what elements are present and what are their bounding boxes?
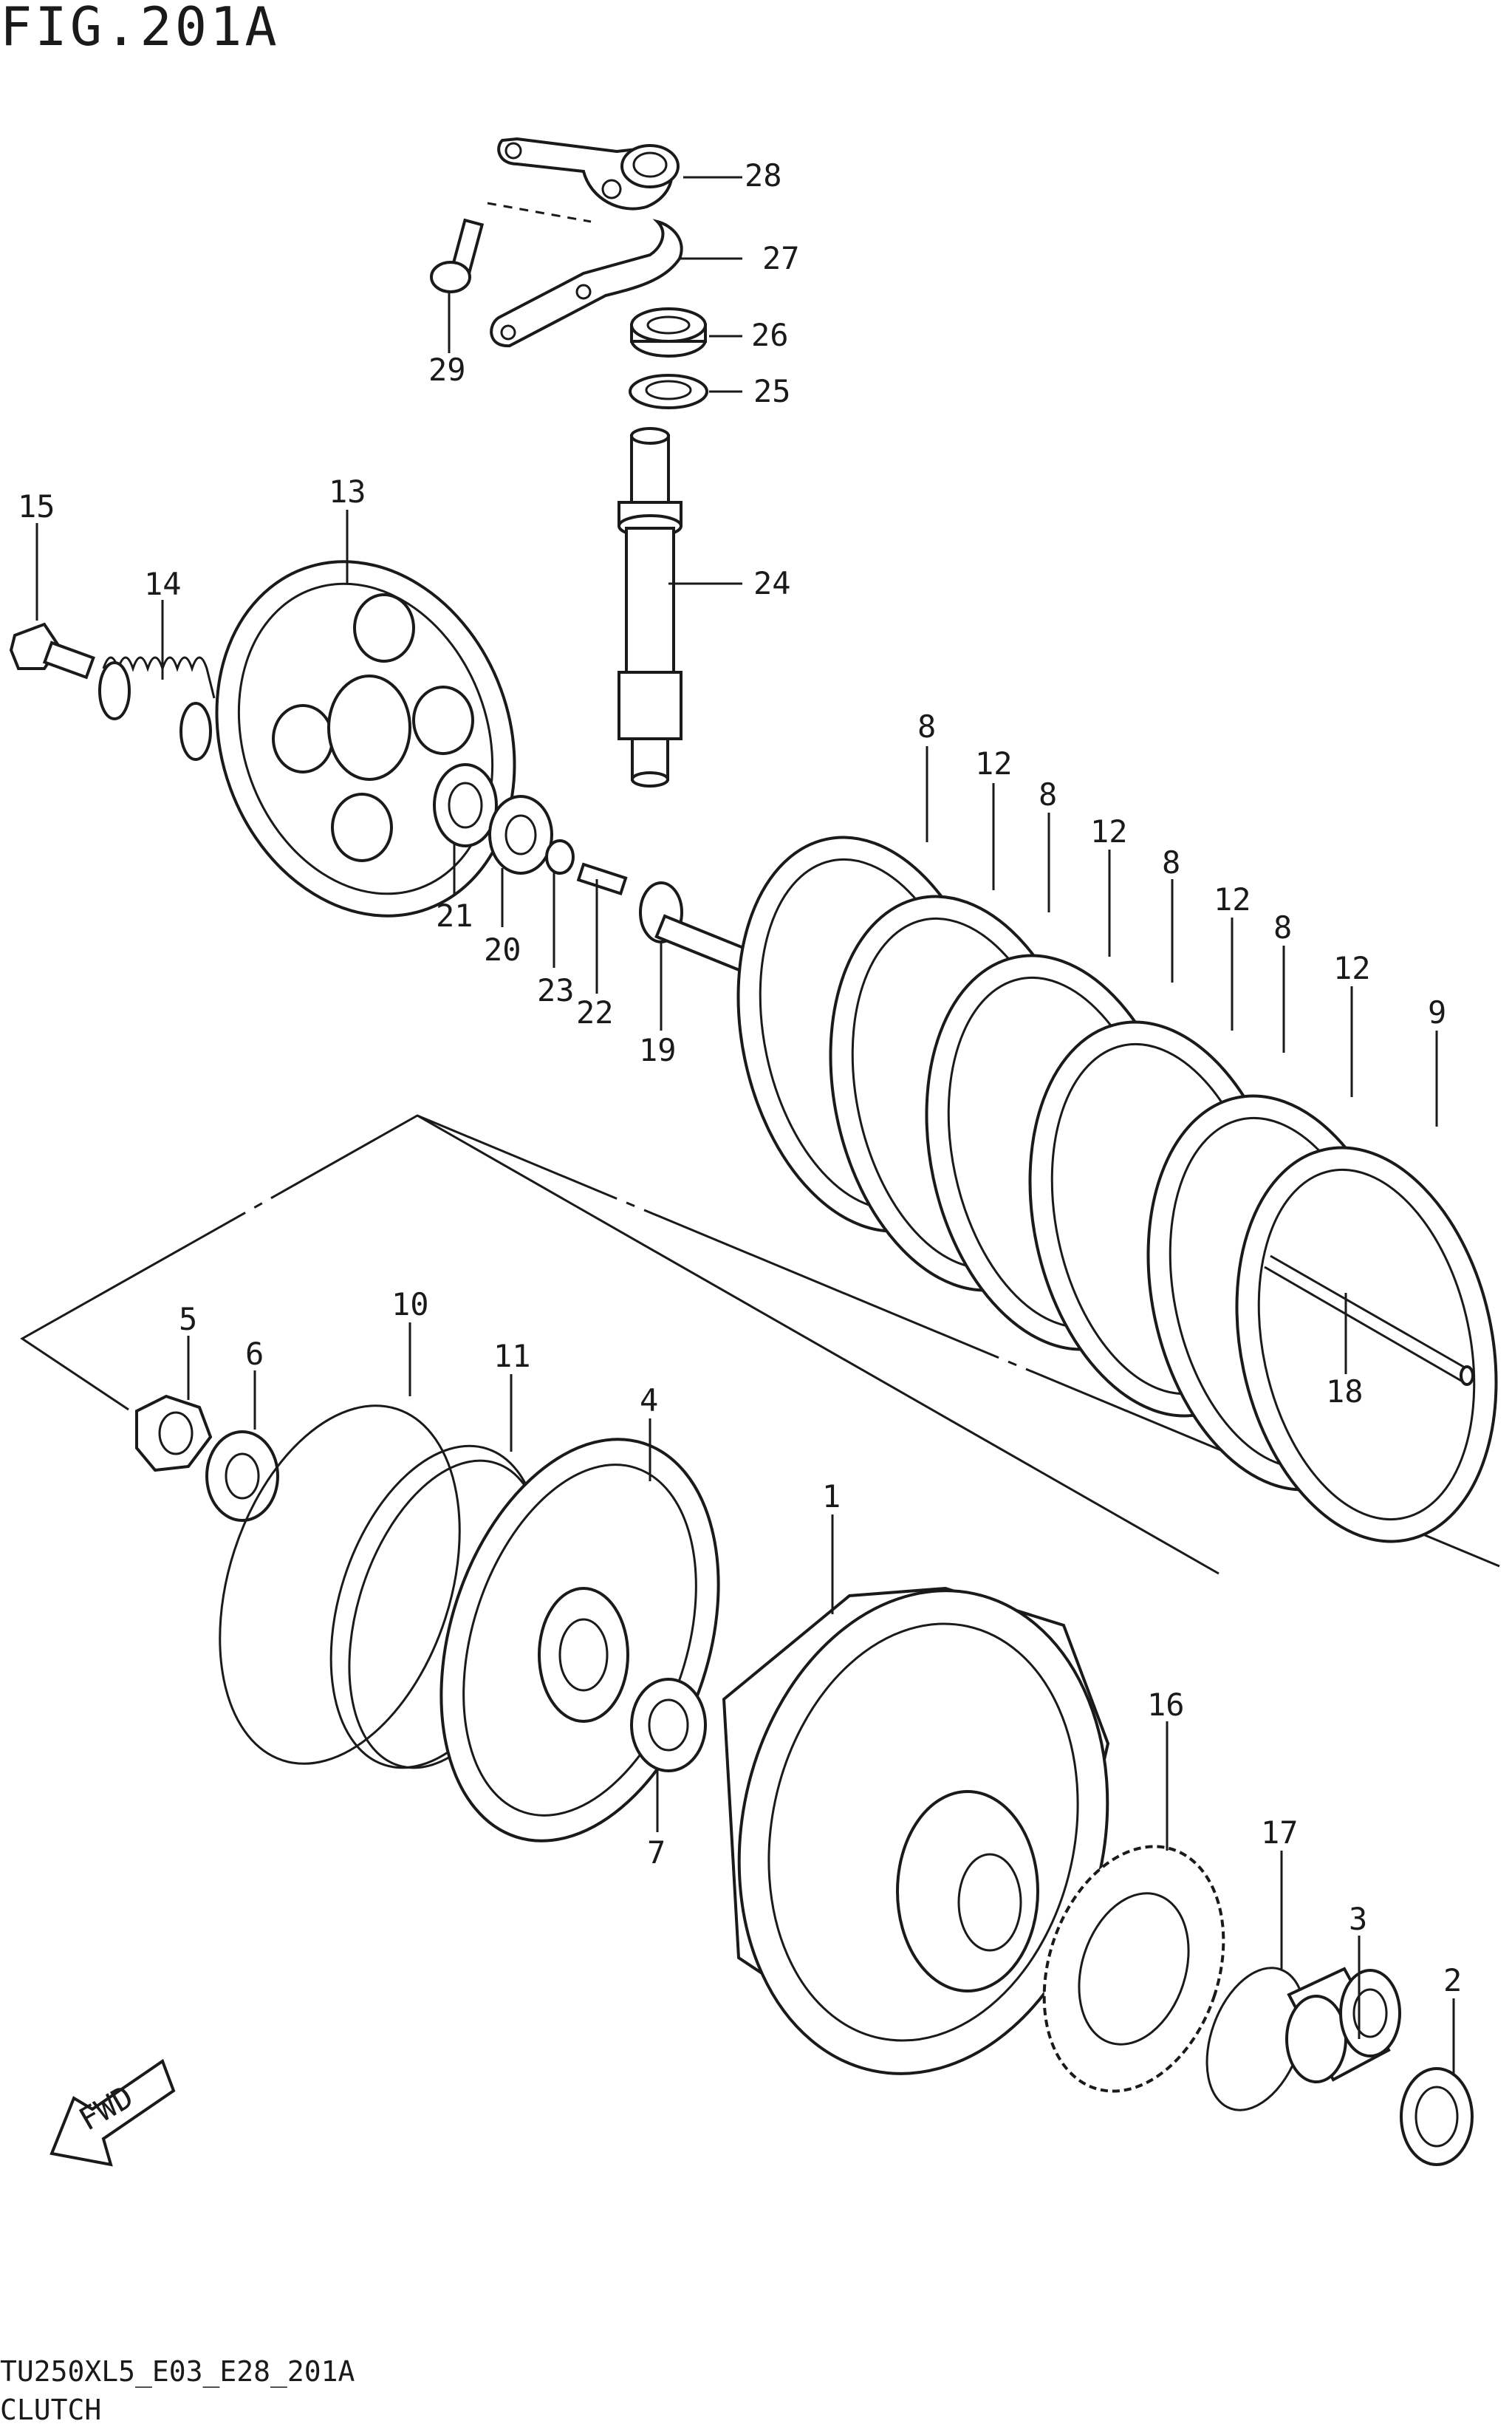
- push-rod-end: [639, 881, 756, 975]
- clutch-spring: [98, 656, 216, 761]
- callout-12a: 12: [975, 745, 1013, 782]
- callout-8a: 8: [917, 708, 936, 745]
- spring-bolt: [9, 622, 95, 680]
- lock-washer: [205, 1430, 279, 1522]
- figure-title: FIG.201A: [0, 0, 280, 58]
- callout-20: 20: [484, 932, 521, 968]
- callout-8b: 8: [1039, 776, 1057, 813]
- callout-8d: 8: [1273, 909, 1292, 946]
- assembly-guide-line: [417, 1114, 1219, 1575]
- thrust-washer: [545, 839, 575, 875]
- callout-21: 21: [436, 898, 473, 934]
- assembly-guide-line: [20, 1114, 1500, 1568]
- callout-19: 19: [639, 1032, 677, 1068]
- callout-28: 28: [745, 157, 782, 194]
- callout-12c: 12: [1214, 881, 1251, 918]
- callout-12d: 12: [1333, 950, 1371, 986]
- clutch-push-rod: [1264, 1254, 1474, 1386]
- clutch-pressure-plate: [215, 560, 516, 918]
- callout-23: 23: [537, 972, 575, 1008]
- fwd-arrow-icon: FWD: [49, 2058, 176, 2167]
- primary-drive-gear: [1042, 1845, 1225, 2093]
- callout-14: 14: [144, 566, 182, 602]
- callout-27: 27: [762, 240, 800, 276]
- callout-8c: 8: [1162, 844, 1180, 881]
- arm-bolt: [430, 218, 485, 293]
- clutch-release-shaft: [618, 427, 683, 788]
- callout-6: 6: [245, 1336, 264, 1372]
- callout-2: 2: [1443, 1962, 1462, 1998]
- clutch-sleeve-hub: [439, 1438, 720, 1843]
- callout-11: 11: [493, 1338, 531, 1374]
- callout-7: 7: [647, 1834, 666, 1871]
- release-arm-bracket: [490, 219, 683, 348]
- callout-4: 4: [640, 1382, 658, 1418]
- thrust-washer-end: [1400, 2067, 1474, 2166]
- oil-seal: [629, 374, 708, 409]
- section-name: CLUTCH: [0, 2394, 102, 2426]
- callout-18: 18: [1326, 1373, 1364, 1410]
- callout-15: 15: [18, 488, 55, 525]
- callout-16: 16: [1147, 1687, 1185, 1723]
- callout-17: 17: [1261, 1814, 1299, 1851]
- clutch-plate-stack: [736, 836, 1498, 1543]
- model-code: TU250XL5_E03_E28_201A: [0, 2355, 355, 2388]
- callout-24: 24: [753, 565, 791, 601]
- callout-26: 26: [751, 317, 789, 353]
- callout-10: 10: [391, 1286, 429, 1322]
- callout-13: 13: [329, 474, 366, 510]
- callout-29: 29: [428, 352, 466, 388]
- primary-driven-gear-assembly: [722, 1586, 1110, 2075]
- callout-5: 5: [179, 1301, 197, 1337]
- bearing: [630, 307, 707, 358]
- callout-12b: 12: [1090, 813, 1128, 850]
- callout-25: 25: [753, 373, 791, 409]
- clutch-release-arm: [497, 137, 680, 211]
- washer: [433, 763, 498, 847]
- callout-9: 9: [1428, 994, 1446, 1031]
- spacer: [1285, 1967, 1401, 2083]
- release-bearing: [488, 795, 553, 875]
- callout-3: 3: [1349, 1901, 1367, 1937]
- clutch-hub-nut: [135, 1394, 213, 1472]
- callout-22: 22: [576, 994, 614, 1031]
- release-pin: [576, 862, 628, 895]
- callout-1: 1: [822, 1478, 841, 1514]
- hub-washer: [630, 1678, 707, 1772]
- wire-ring: [219, 1404, 461, 1765]
